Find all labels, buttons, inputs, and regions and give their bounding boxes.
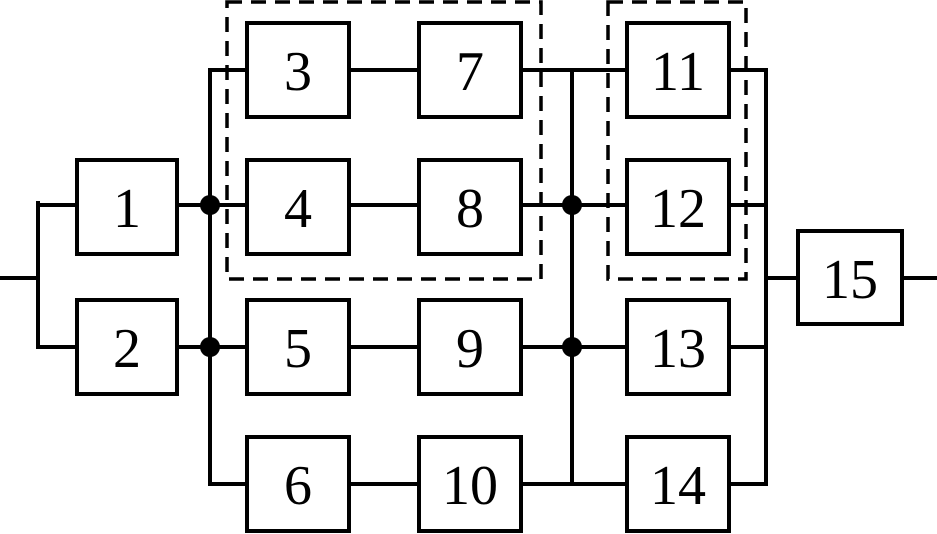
block-6: 6 xyxy=(245,435,351,533)
junction-node xyxy=(562,337,582,357)
block-9: 9 xyxy=(417,298,523,396)
block-13: 13 xyxy=(625,298,731,396)
block-label: 9 xyxy=(456,318,484,380)
block-label: 5 xyxy=(284,318,312,380)
block-label: 12 xyxy=(650,178,706,240)
block-7: 7 xyxy=(417,21,523,119)
block-14: 14 xyxy=(625,435,731,533)
block-label: 4 xyxy=(284,178,312,240)
block-4: 4 xyxy=(245,158,351,256)
block-label: 3 xyxy=(284,41,312,103)
block-label: 2 xyxy=(113,318,141,380)
block-2: 2 xyxy=(75,298,179,396)
block-11: 11 xyxy=(625,21,731,119)
block-label: 10 xyxy=(442,455,498,517)
block-label: 7 xyxy=(456,41,484,103)
block-label: 8 xyxy=(456,178,484,240)
block-label: 13 xyxy=(650,318,706,380)
junction-node xyxy=(200,195,220,215)
block-label: 11 xyxy=(651,41,705,103)
dashed-group-11-12 xyxy=(606,0,748,281)
block-label: 15 xyxy=(822,249,878,311)
block-5: 5 xyxy=(245,298,351,396)
junction-node xyxy=(200,337,220,357)
dashed-group-3-4-7-8 xyxy=(225,0,543,281)
junction-node xyxy=(562,195,582,215)
block-label: 6 xyxy=(284,455,312,517)
block-1: 1 xyxy=(75,158,179,256)
block-8: 8 xyxy=(417,158,523,256)
block-15: 15 xyxy=(796,229,904,326)
block-3: 3 xyxy=(245,21,351,119)
block-10: 10 xyxy=(417,435,523,533)
block-12: 12 xyxy=(625,158,731,256)
block-label: 1 xyxy=(113,178,141,240)
block-label: 14 xyxy=(650,455,706,517)
